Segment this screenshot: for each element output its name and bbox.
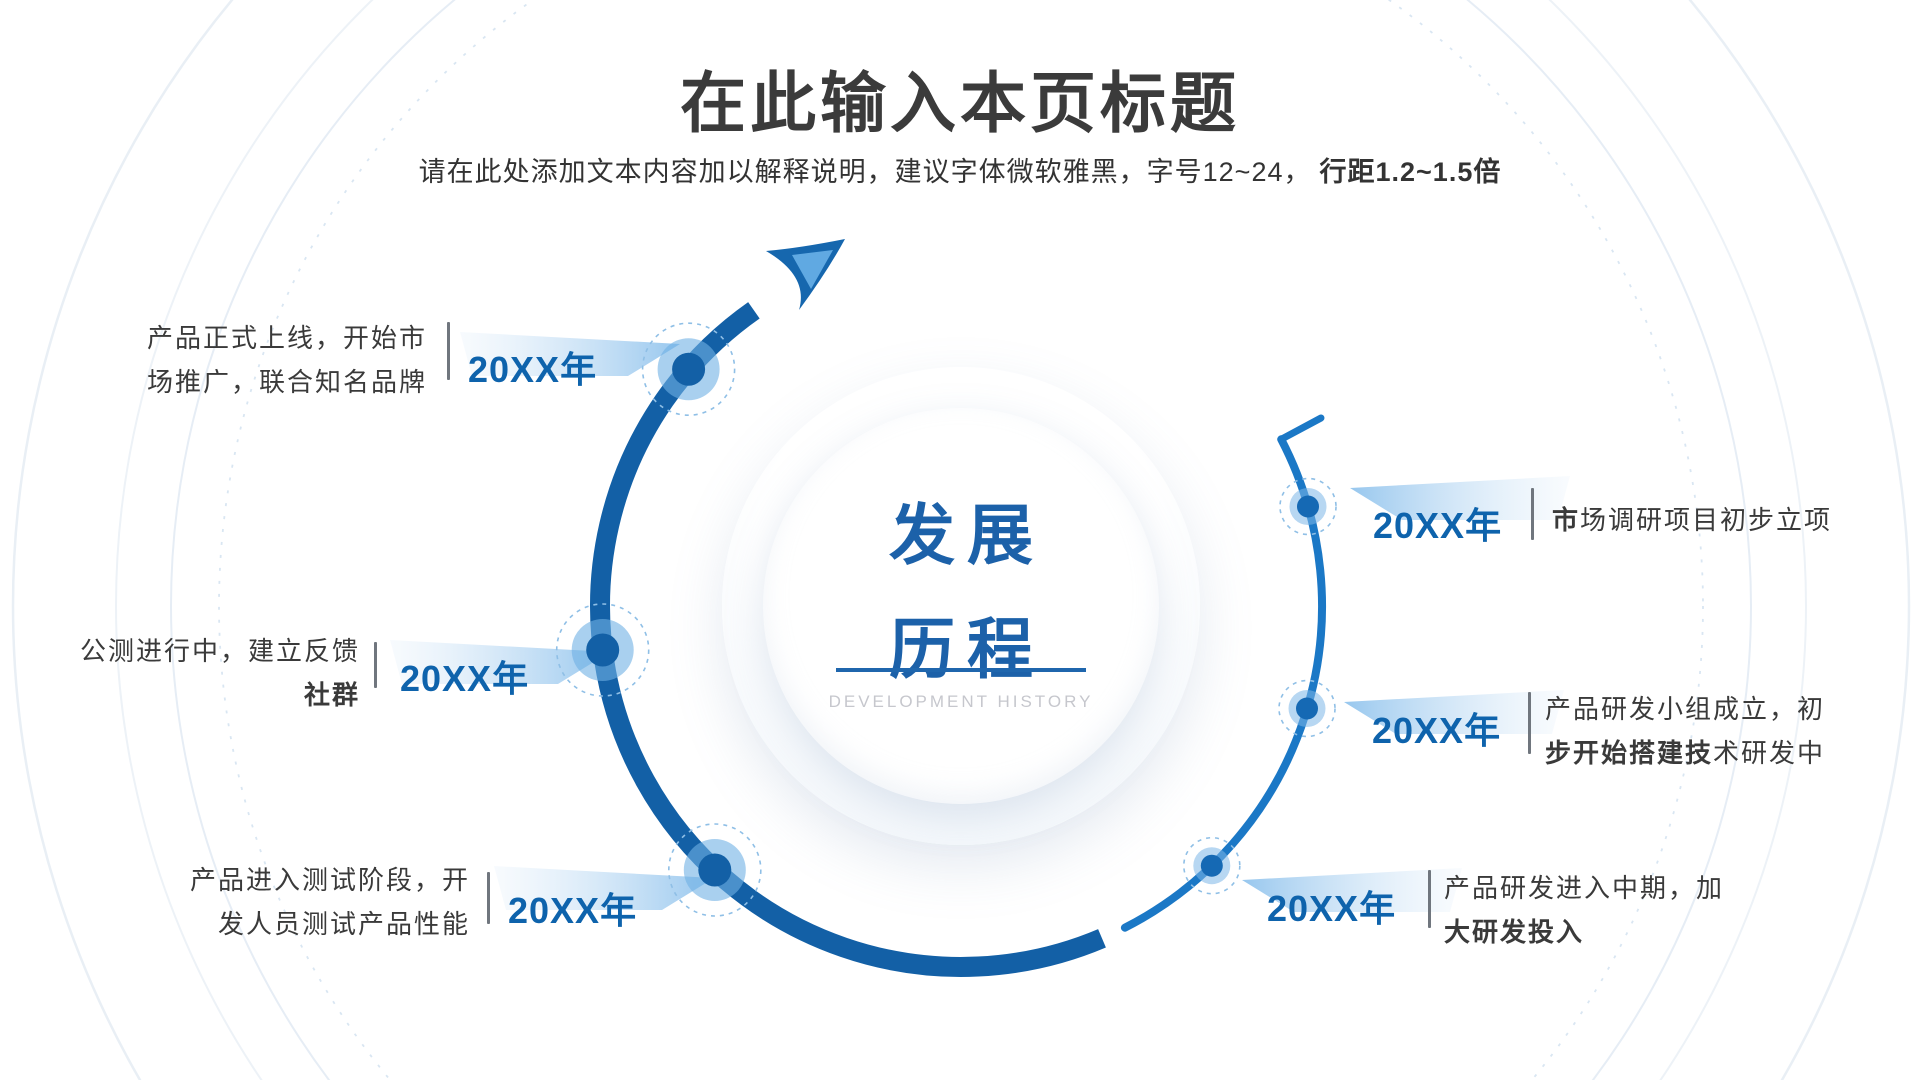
subtitle-emphasis: 行距1.2~1.5倍 — [1319, 157, 1502, 187]
desc-line: 产品研发小组成立，初 — [1545, 694, 1826, 724]
node-dashed-ring — [555, 603, 650, 697]
milestone-right-3-divider — [1428, 870, 1431, 928]
desc-line: 产品研发进入中期，加 — [1444, 873, 1725, 903]
timeline-node-right-1 — [1279, 477, 1337, 536]
center-title-underline — [836, 668, 1086, 672]
milestone-right-3-desc: 产品研发进入中期，加 大研发投入 — [1444, 866, 1774, 954]
milestone-right-2-divider — [1528, 692, 1531, 754]
timeline-node-right-3 — [1183, 836, 1241, 895]
node-dashed-ring — [641, 322, 736, 417]
node-dashed-ring — [1183, 836, 1241, 895]
desc-line: 社群 — [303, 680, 360, 710]
node-dashed-ring — [1279, 477, 1337, 536]
decor-circle-outer — [12, 0, 1910, 1080]
milestone-left-1-divider — [447, 322, 450, 380]
center-title-line2: 历程 — [889, 612, 1045, 686]
node-dot — [1297, 495, 1319, 518]
year-flag-right-1 — [1350, 476, 1570, 520]
desc-line: 产品正式上线，开始市 — [146, 323, 427, 353]
timeline-arc-main — [590, 302, 1106, 977]
node-dashed-ring — [1278, 679, 1336, 738]
year-flag-left-2 — [390, 640, 610, 684]
milestone-left-3-year: 20XX年 — [508, 890, 638, 931]
desc-line: 发人员测试产品性能 — [217, 909, 470, 939]
node-dashed-ring — [667, 823, 762, 917]
subtitle-text: 请在此处添加文本内容加以解释说明，建议字体微软雅黑，字号12~24， — [418, 157, 1312, 187]
flow-arrowhead-icon — [766, 239, 845, 310]
milestone-left-1-year: 20XX年 — [468, 349, 598, 390]
desc-line: 大研发投入 — [1444, 917, 1585, 947]
year-flags — [390, 332, 1570, 912]
year-flag-left-1 — [460, 332, 680, 376]
center-caption-en: DEVELOPMENT HISTORY — [828, 692, 1094, 711]
decor-circle-dashed — [218, 0, 1704, 1080]
milestone-right-1-desc: 市场调研项目初步立项 — [1552, 498, 1882, 542]
page-title: 在此输入本页标题 — [680, 66, 1240, 140]
desc-line: 公测进行中，建立反馈 — [79, 636, 360, 666]
milestone-left-1-desc: 产品正式上线，开始市 场推广，联合知名品牌 — [105, 316, 427, 404]
timeline-node-left-1 — [641, 322, 736, 417]
timeline-node-left-2 — [555, 603, 650, 697]
center-title-line1: 发展 — [889, 498, 1045, 572]
node-dot — [672, 352, 706, 386]
year-flag-left-3 — [494, 866, 714, 910]
timeline-node-right-2 — [1278, 679, 1336, 738]
node-dot — [1200, 854, 1223, 877]
node-dot — [586, 633, 620, 667]
milestone-right-2-year: 20XX年 — [1372, 710, 1502, 751]
milestone-left-3-desc: 产品进入测试阶段，开 发人员测试产品性能 — [150, 858, 470, 946]
milestone-right-2-desc: 产品研发小组成立，初 步开始搭建技术研发中 — [1545, 687, 1875, 775]
node-dot — [1296, 697, 1318, 720]
page-subtitle: 请在此处添加文本内容加以解释说明，建议字体微软雅黑，字号12~24，行距1.2~… — [0, 150, 1920, 189]
arc-end-hook — [1277, 414, 1325, 443]
decor-circle-inner — [170, 0, 1752, 1080]
year-flag-right-2 — [1344, 690, 1564, 734]
desc-line: 步开始搭建技术研发中 — [1545, 738, 1826, 768]
milestone-left-2-desc: 公测进行中，建立反馈 社群 — [40, 629, 360, 717]
milestone-right-1-divider — [1531, 488, 1534, 540]
background-decor-circles — [12, 0, 1910, 1080]
desc-line: 产品进入测试阶段，开 — [189, 865, 470, 895]
center-circle — [763, 408, 1159, 804]
node-dot — [698, 853, 732, 887]
timeline-node-left-3 — [667, 823, 762, 917]
arrowhead-inner — [792, 250, 833, 289]
desc-line: 市场调研项目初步立项 — [1552, 505, 1833, 535]
milestone-left-3-divider — [487, 872, 490, 924]
milestone-right-3-year: 20XX年 — [1267, 888, 1397, 929]
decor-circle-middle — [115, 0, 1807, 1080]
milestone-right-1-year: 20XX年 — [1373, 505, 1503, 546]
milestone-left-2-year: 20XX年 — [400, 658, 530, 699]
milestone-left-2-divider — [374, 642, 377, 688]
year-flag-right-3 — [1242, 868, 1462, 912]
desc-line: 场推广，联合知名品牌 — [146, 367, 427, 397]
